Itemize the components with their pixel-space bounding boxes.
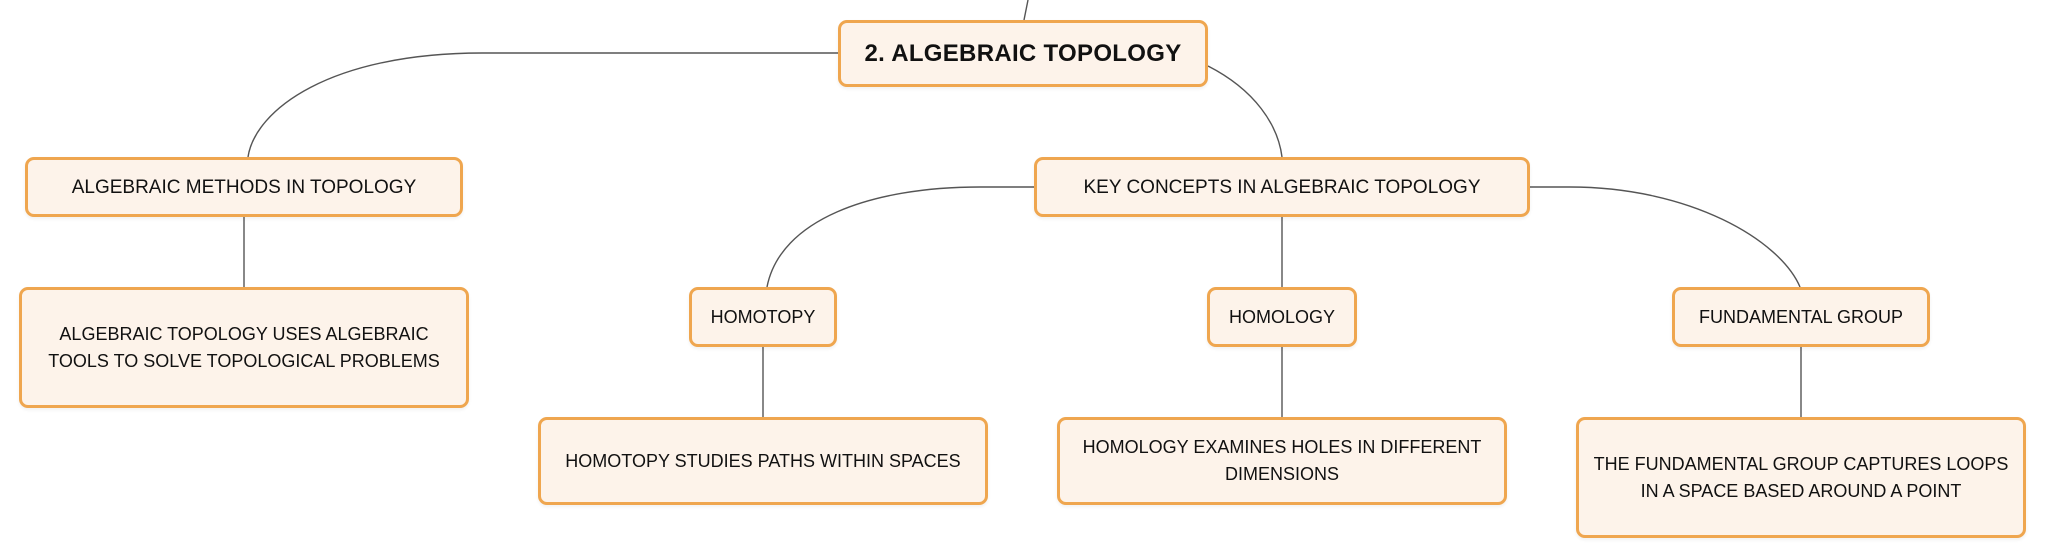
methods-node[interactable]: ALGEBRAIC METHODS IN TOPOLOGY bbox=[25, 157, 463, 217]
connector-root-to-concepts bbox=[1207, 65, 1283, 158]
methods-detail-node[interactable]: ALGEBRAIC TOPOLOGY USES ALGEBRAIC TOOLS … bbox=[19, 287, 469, 408]
homotopy-node[interactable]: HOMOTOPY bbox=[689, 287, 837, 347]
fundamental-group-node-label: FUNDAMENTAL GROUP bbox=[1698, 306, 1903, 327]
fundamental-group-detail-node[interactable]: THE FUNDAMENTAL GROUP CAPTURES LOOPS IN … bbox=[1576, 417, 2026, 538]
homotopy-node-label: HOMOTOPY bbox=[710, 306, 816, 327]
homology-node-label: HOMOLOGY bbox=[1228, 306, 1335, 327]
fundamental-group-node[interactable]: FUNDAMENTAL GROUP bbox=[1672, 287, 1930, 347]
root-node[interactable]: 2. ALGEBRAIC TOPOLOGY bbox=[838, 20, 1208, 87]
concepts-node[interactable]: KEY CONCEPTS IN ALGEBRAIC TOPOLOGY bbox=[1034, 157, 1530, 217]
connector-concepts-to-fundamental-group bbox=[1529, 186, 1801, 288]
connector-concepts-to-homotopy bbox=[766, 186, 1035, 288]
homotopy-detail-label: HOMOTOPY STUDIES PATHS WITHIN SPACES bbox=[565, 450, 961, 471]
connector-parent-to-root bbox=[1023, 0, 1029, 21]
fundamental-group-detail-label: THE FUNDAMENTAL GROUP CAPTURES LOOPS IN … bbox=[1593, 453, 2009, 501]
methods-detail-label: ALGEBRAIC TOPOLOGY USES ALGEBRAIC TOOLS … bbox=[48, 323, 440, 371]
homotopy-detail-node[interactable]: HOMOTOPY STUDIES PATHS WITHIN SPACES bbox=[538, 417, 988, 505]
connector-root-to-methods bbox=[247, 52, 838, 158]
homology-detail-node[interactable]: HOMOLOGY EXAMINES HOLES IN DIFFERENT DIM… bbox=[1057, 417, 1507, 505]
concepts-node-label: KEY CONCEPTS IN ALGEBRAIC TOPOLOGY bbox=[1083, 176, 1481, 198]
methods-node-label: ALGEBRAIC METHODS IN TOPOLOGY bbox=[71, 176, 417, 198]
root-node-label: 2. ALGEBRAIC TOPOLOGY bbox=[864, 40, 1182, 67]
homology-node[interactable]: HOMOLOGY bbox=[1207, 287, 1357, 347]
homology-detail-label: HOMOLOGY EXAMINES HOLES IN DIFFERENT DIM… bbox=[1082, 437, 1482, 484]
